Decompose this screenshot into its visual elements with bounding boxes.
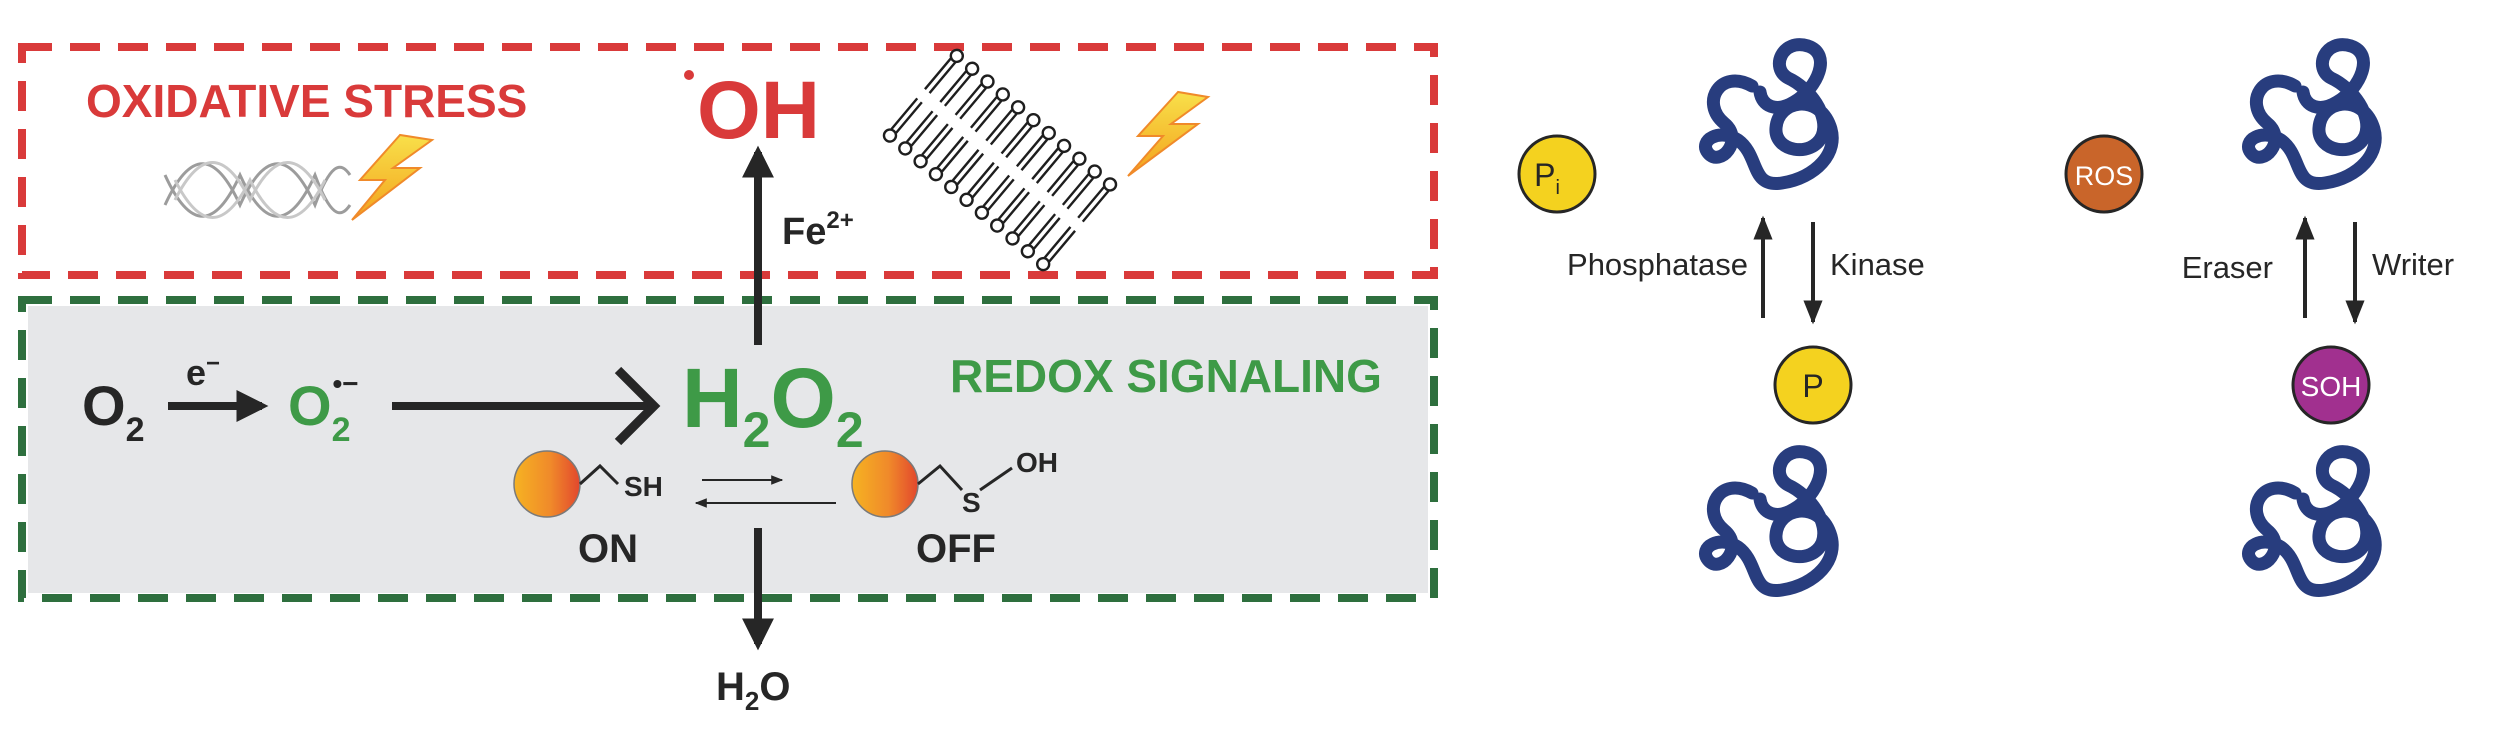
- lipid-bilayer-icon: [882, 48, 1118, 272]
- oxygen-base: O: [82, 374, 126, 437]
- water-o: O: [759, 665, 790, 709]
- h2o2-o: O: [770, 351, 835, 445]
- hydroxyl-radical: OH: [697, 65, 820, 156]
- kinase-label: Kinase: [1830, 247, 1925, 282]
- eraser-label: Eraser: [2182, 250, 2273, 285]
- pi-sub: i: [1555, 177, 1559, 199]
- long-arrow-head: [614, 366, 661, 446]
- iron-sup: 2+: [826, 207, 853, 234]
- cysteine-residue-off: [851, 450, 919, 518]
- protein-icon: [1705, 452, 1832, 591]
- oxygen-label: O2: [82, 374, 144, 449]
- lightning-icon: [351, 133, 435, 221]
- sulfenic-bond: [917, 463, 964, 492]
- radical-dot: [684, 70, 694, 80]
- signaling-title: REDOX SIGNALING: [950, 350, 1382, 402]
- stress-title: OXIDATIVE STRESS: [86, 75, 527, 127]
- cysteine-residue-on: [513, 450, 581, 518]
- thiol-bond: [578, 463, 620, 486]
- writer-label: Writer: [2372, 247, 2454, 282]
- h2o2-h: H: [682, 351, 743, 445]
- state-off-label: OFF: [916, 527, 996, 571]
- s-oh-bond: [979, 466, 1013, 492]
- water-h: H: [716, 665, 745, 709]
- ros-label: ROS: [2075, 161, 2134, 191]
- state-on-label: ON: [578, 527, 638, 571]
- h2o2-sub1: 2: [743, 402, 771, 458]
- superoxide-base: O: [288, 374, 332, 437]
- sulfenic-s: S: [962, 487, 981, 518]
- superoxide-label: O2 •−: [288, 368, 359, 449]
- protein-icon: [2248, 452, 2375, 591]
- soh-label: SOH: [2301, 371, 2362, 402]
- redox-signaling-box: [18, 296, 1438, 602]
- oxygen-sub: 2: [126, 411, 145, 449]
- water-sub: 2: [745, 686, 759, 716]
- superoxide-sub: 2: [332, 411, 351, 449]
- electron-label: e−: [186, 350, 220, 393]
- dna-icon: [163, 161, 352, 219]
- pi-badge: [1517, 134, 1597, 214]
- iron-label: Fe2+: [782, 207, 854, 253]
- water-label: H2O: [716, 665, 790, 716]
- protein-icon: [1705, 45, 1832, 184]
- electron-sup: −: [206, 350, 220, 377]
- h2o2-label: H2O2: [682, 351, 864, 458]
- protein-icon: [2248, 45, 2375, 184]
- phosphatase-label: Phosphatase: [1567, 247, 1748, 282]
- phosphate-badge: [1773, 345, 1853, 425]
- ros-badge: [2064, 134, 2144, 214]
- thiol-group: SH: [624, 471, 663, 502]
- redox-signaling-panel: [28, 306, 1428, 593]
- pi-label: Pi: [1534, 157, 1560, 199]
- phosphate-label: P: [1802, 368, 1823, 404]
- pi-base: P: [1534, 157, 1555, 193]
- lightning-icon: [1127, 90, 1211, 177]
- superoxide-sup: •−: [332, 368, 358, 399]
- sulfenic-oh: OH: [1016, 447, 1058, 478]
- electron-base: e: [186, 352, 206, 393]
- soh-badge: [2291, 345, 2371, 425]
- iron-base: Fe: [782, 211, 826, 253]
- h2o2-sub2: 2: [836, 402, 864, 458]
